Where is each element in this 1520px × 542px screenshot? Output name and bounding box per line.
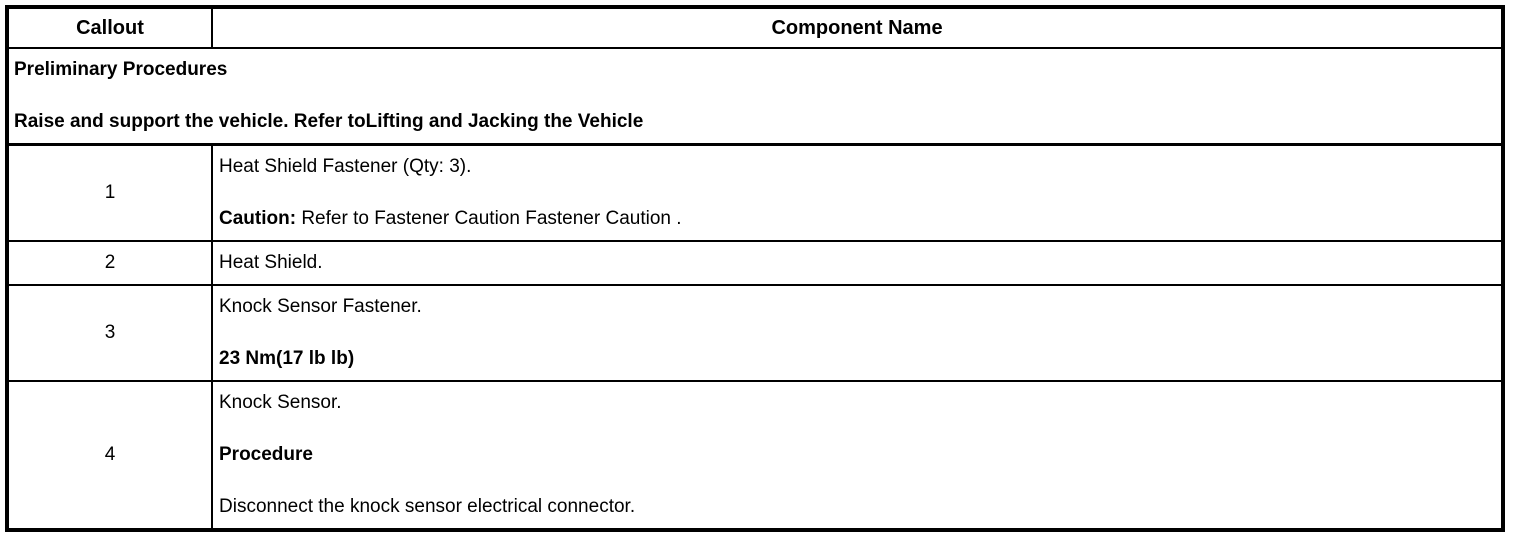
text-segment: Knock Sensor. bbox=[219, 392, 342, 413]
text-segment: Heat Shield. bbox=[219, 252, 323, 273]
component-text-line: Heat Shield Fastener (Qty: 3). bbox=[219, 154, 1493, 180]
bold-text-segment: Caution: bbox=[219, 208, 297, 229]
callout-column-header: Callout bbox=[9, 9, 213, 49]
component-text-line: Procedure bbox=[219, 442, 1493, 468]
component-text-line: Caution: Refer to Fastener Caution Faste… bbox=[219, 206, 1493, 232]
bold-text-segment: Procedure bbox=[219, 444, 313, 465]
component-callout-table: Callout Component Name Preliminary Proce… bbox=[5, 5, 1505, 532]
preliminary-procedures-cell: Preliminary Procedures Raise and support… bbox=[9, 48, 1501, 146]
callout-number: 3 bbox=[9, 285, 213, 382]
callout-number: 2 bbox=[9, 241, 213, 286]
table-row: 1 Heat Shield Fastener (Qty: 3). Caution: … bbox=[9, 144, 1501, 242]
callout-number: 1 bbox=[9, 144, 213, 242]
component-description-cell: Knock Sensor Fastener. 23 Nm(17 lb lb) bbox=[212, 285, 1501, 382]
component-text-line: Knock Sensor Fastener. bbox=[219, 294, 1493, 320]
preliminary-procedures-instruction: Raise and support the vehicle. Refer toL… bbox=[14, 111, 644, 132]
text-segment: Refer to Fastener Caution Fastener Cauti… bbox=[296, 208, 682, 229]
text-segment: Heat Shield Fastener (Qty: 3). bbox=[219, 156, 472, 177]
text-segment: Disconnect the knock sensor electrical c… bbox=[219, 496, 636, 517]
component-description-cell: Heat Shield. bbox=[212, 241, 1501, 286]
preliminary-procedures-title: Preliminary Procedures bbox=[14, 59, 228, 80]
component-text-line: Disconnect the knock sensor electrical c… bbox=[219, 494, 1493, 520]
table-row: 2 Heat Shield. bbox=[9, 241, 1501, 286]
preliminary-procedures-row: Preliminary Procedures Raise and support… bbox=[9, 48, 1501, 146]
callout-number: 4 bbox=[9, 381, 213, 528]
table-row: 3 Knock Sensor Fastener. 23 Nm(17 lb lb) bbox=[9, 285, 1501, 382]
bold-text-segment: 23 Nm(17 lb lb) bbox=[219, 348, 355, 369]
callout-table: Callout Component Name Preliminary Proce… bbox=[9, 9, 1501, 528]
component-text-line: Knock Sensor. bbox=[219, 390, 1493, 416]
table-header: Callout Component Name bbox=[9, 9, 1501, 49]
component-description-cell: Heat Shield Fastener (Qty: 3). Caution: R… bbox=[212, 144, 1501, 242]
component-text-line: 23 Nm(17 lb lb) bbox=[219, 346, 1493, 372]
text-segment: Knock Sensor Fastener. bbox=[219, 296, 422, 317]
component-text-line: Heat Shield. bbox=[219, 250, 1493, 276]
component-name-column-header: Component Name bbox=[212, 9, 1501, 49]
header-row: Callout Component Name bbox=[9, 9, 1501, 49]
table-body: Preliminary Procedures Raise and support… bbox=[9, 48, 1501, 528]
